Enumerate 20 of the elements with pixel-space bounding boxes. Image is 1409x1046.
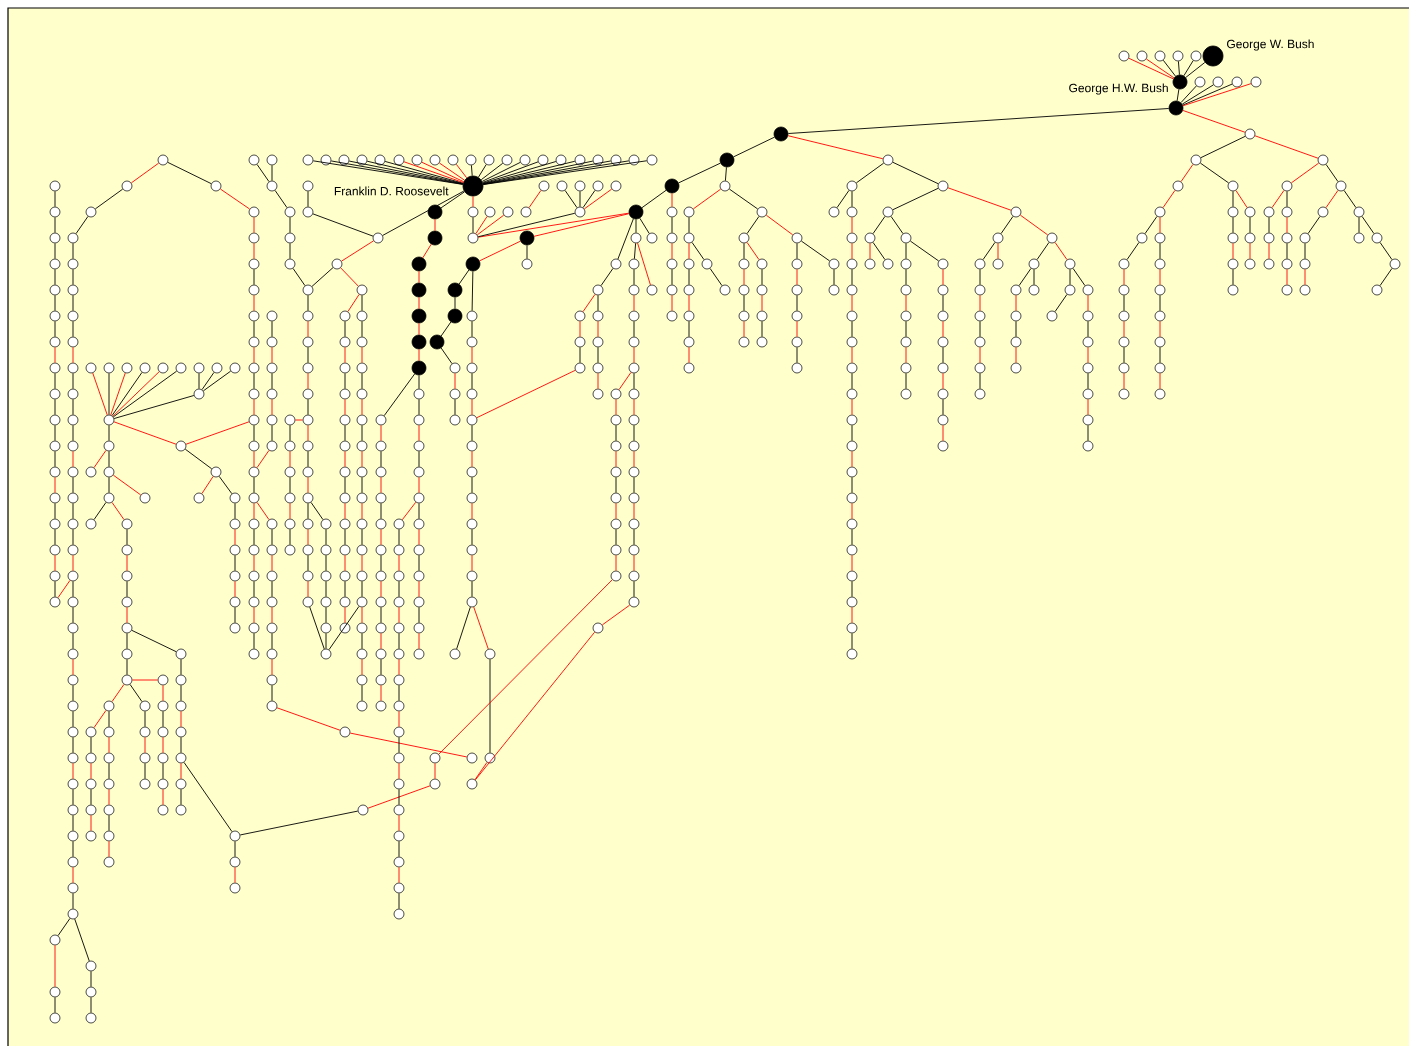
filled-node-dot (427, 230, 443, 246)
filled-node-dot (773, 126, 789, 142)
filled-node-dot (447, 308, 463, 324)
person-name-label: Franklin D. Roosevelt (334, 186, 449, 196)
filled-node-dot (519, 230, 535, 246)
filled-node-dot (719, 152, 735, 168)
filled-node-dot (429, 334, 445, 350)
filled-node-dot (465, 256, 481, 272)
person-name-label: George W. Bush (1227, 39, 1314, 51)
filled-node-dot (628, 204, 644, 220)
filled-node-dot (427, 204, 443, 220)
filled-node-dot (1168, 100, 1184, 116)
filled-node-dot (411, 360, 427, 376)
filled-node-dot (664, 178, 680, 194)
filled-node-dot (411, 282, 427, 298)
person-name-label: George H.W. Bush (1069, 83, 1168, 95)
filled-node-dot (411, 256, 427, 272)
filled-node-dot (411, 334, 427, 350)
filled-node-dot (411, 308, 427, 324)
filled-node-dot (447, 282, 463, 298)
